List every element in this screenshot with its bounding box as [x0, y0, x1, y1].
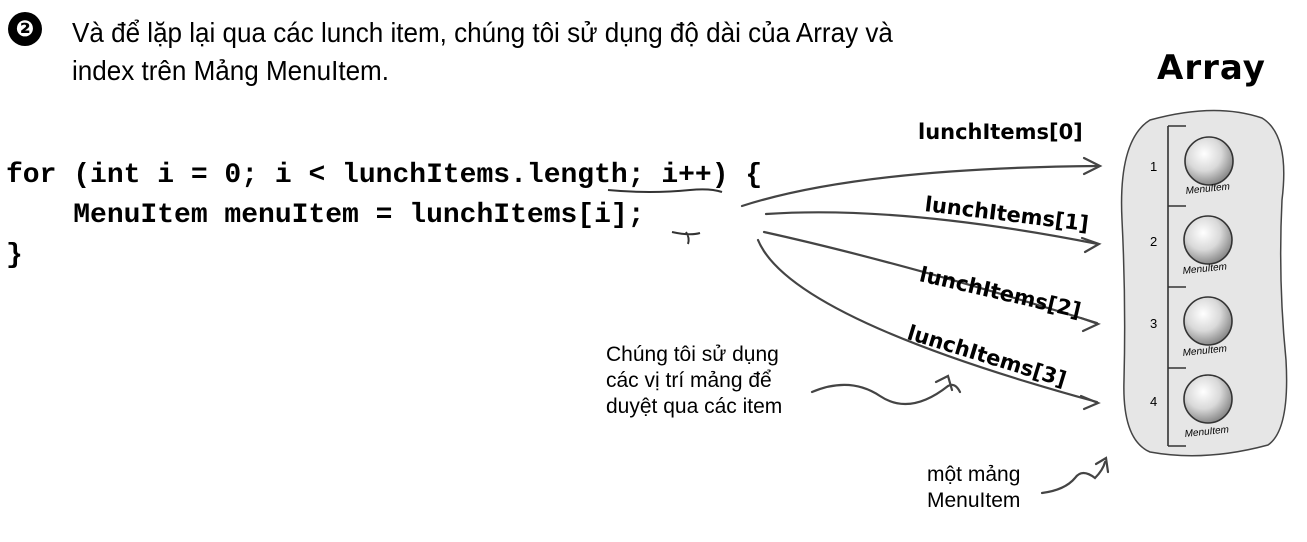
heading-line-2: index trên Mảng MenuItem. — [72, 55, 389, 86]
code-block: for (int i = 0; i < lunchItems.length; i… — [6, 156, 762, 276]
arrow-to-slot-1 — [764, 211, 1100, 246]
code-line-1-end: ; i++) { — [627, 160, 763, 191]
step-number-badge: ❷ — [8, 12, 42, 46]
menu-item-4: MenuItem — [1183, 374, 1233, 440]
menu-item-1: MenuItem — [1184, 136, 1234, 197]
code-line-2-start: MenuItem menuItem = lunchItems[ — [6, 200, 595, 231]
heading-line-1: Và để lặp lại qua các lunch item, chúng … — [72, 17, 893, 48]
slot-number-1: 1 — [1150, 159, 1157, 174]
code-line-1-start: for (int i = 0; i < lunchItems. — [6, 160, 527, 191]
array-slot-dividers — [1167, 125, 1186, 447]
note-pointers — [810, 374, 1110, 495]
menu-item-ball-icon — [1183, 296, 1233, 346]
note-line: MenuItem — [927, 489, 1021, 512]
menu-item-ball-icon — [1184, 136, 1234, 186]
code-line-2-end: ]; — [610, 200, 645, 231]
menu-item-ball-icon — [1183, 215, 1233, 265]
length-underline — [607, 188, 723, 193]
positions-note-pointer — [810, 383, 962, 406]
menu-item-label: MenuItem — [1182, 261, 1227, 277]
menu-item-2: MenuItem — [1182, 215, 1233, 277]
menu-item-3: MenuItem — [1182, 296, 1233, 359]
slot-number-2: 2 — [1150, 234, 1157, 249]
code-length-highlight: length — [526, 160, 628, 191]
array-container — [1120, 109, 1288, 457]
note-line: Chúng tôi sử dụng — [606, 343, 779, 366]
heading: Và để lặp lại qua các lunch item, chúng … — [72, 14, 965, 90]
code-index-highlight: i — [594, 200, 611, 231]
index-arrows — [740, 156, 1103, 411]
note-line: duyệt qua các item — [606, 395, 783, 418]
menu-item-label: MenuItem — [1182, 343, 1227, 359]
slot-number-3: 3 — [1150, 316, 1157, 331]
arrow-to-slot-2 — [762, 230, 1099, 325]
index-label-0: lunchItems[0] — [918, 120, 1083, 144]
menu-item-label: MenuItem — [1184, 424, 1229, 440]
arrow-to-slot-0 — [740, 164, 1100, 208]
code-line-3: } — [6, 240, 23, 271]
array-positions-note: Chúng tôi sử dụng các vị trí mảng để duy… — [606, 342, 782, 420]
note-line: một mảng — [927, 463, 1021, 486]
array-note-pointer — [1040, 460, 1107, 495]
code-line-1: for (int i = 0; i < lunchItems.length; i… — [6, 156, 762, 196]
arrow-to-slot-3 — [756, 238, 1099, 404]
menu-item-ball-icon — [1183, 374, 1233, 424]
array-title: Array — [1157, 48, 1266, 88]
note-line: các vị trí mảng để — [606, 369, 772, 392]
code-line-2: MenuItem menuItem = lunchItems[i]; — [6, 196, 762, 236]
slot-number-4: 4 — [1150, 394, 1157, 409]
index-underline — [671, 231, 701, 245]
menu-item-label: MenuItem — [1185, 181, 1230, 197]
menuitem-array-note: một mảng MenuItem — [927, 462, 1020, 514]
